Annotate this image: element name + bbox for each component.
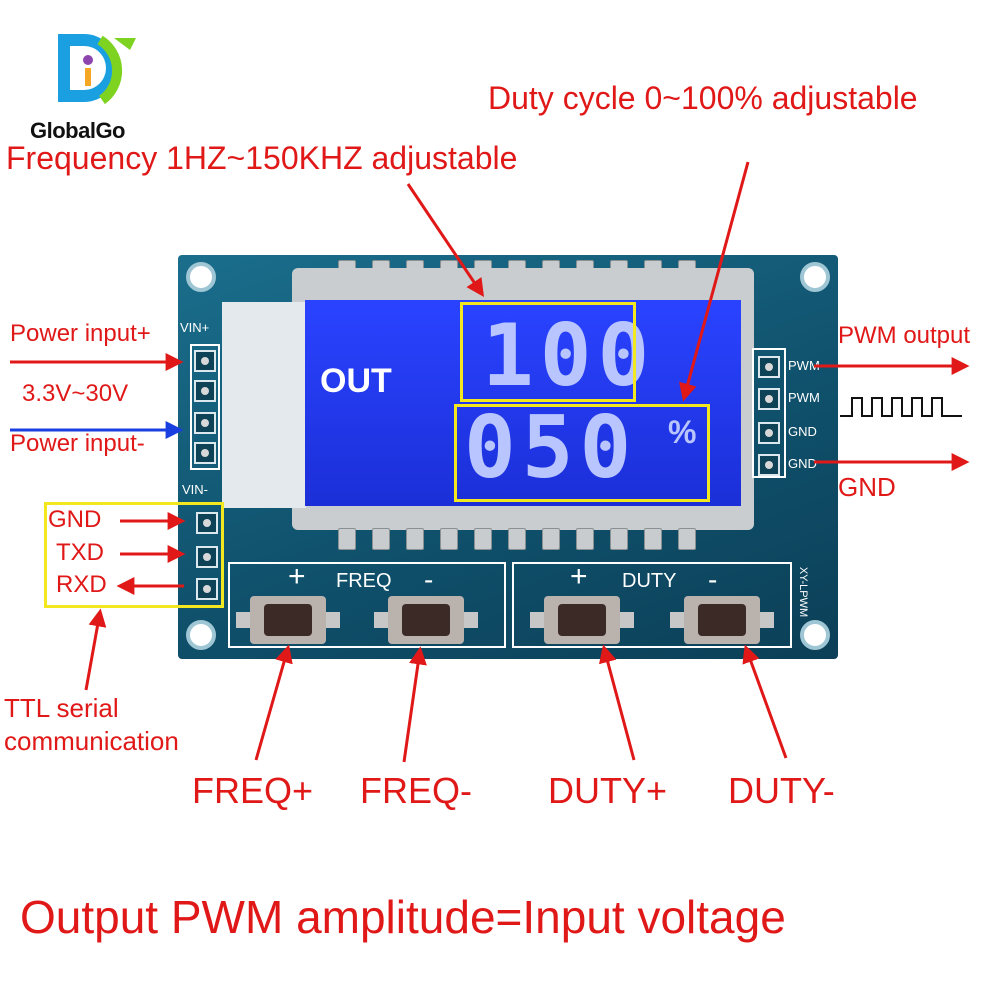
duty-section-label: DUTY <box>622 570 677 592</box>
serial-pin-txd <box>196 546 218 568</box>
pin-label-gnd-1: GND <box>788 424 817 439</box>
freq-range-label: Frequency 1HZ~150KHZ adjustable <box>6 140 518 176</box>
freq-section-label: FREQ <box>336 570 392 592</box>
output-pin-3 <box>758 422 780 444</box>
duty-plus-sign: + <box>570 560 588 593</box>
duty-plus-button[interactable] <box>544 596 620 644</box>
freq-plus-button[interactable] <box>250 596 326 644</box>
serial-pin-gnd <box>196 512 218 534</box>
arrow-duty-minus <box>742 644 788 759</box>
mount-hole-top-left <box>186 262 216 292</box>
freq-plus-label: FREQ+ <box>192 770 314 811</box>
freq-minus-sign: - <box>424 564 434 595</box>
voltage-range-label: 3.3V~30V <box>22 380 129 407</box>
output-pin-2 <box>758 388 780 410</box>
mount-hole-bottom-left <box>186 620 216 650</box>
pwm-output-label: PWM output <box>838 322 971 349</box>
arrow-freq-minus <box>402 646 427 763</box>
serial-pin-rxd <box>196 578 218 600</box>
vin-minus-label: VIN- <box>182 482 208 497</box>
globalgo-logo-icon <box>58 34 136 105</box>
freq-minus-button[interactable] <box>388 596 464 644</box>
power-input-minus-label: Power input- <box>10 430 145 457</box>
duty-minus-sign: - <box>708 564 718 595</box>
vin-plus-label: VIN+ <box>180 320 210 335</box>
freq-minus-label: FREQ- <box>360 770 472 811</box>
power-header <box>190 344 220 470</box>
serial-rxd-label: RXD <box>56 571 107 598</box>
duty-minus-button[interactable] <box>684 596 760 644</box>
mount-hole-top-right <box>800 262 830 292</box>
lcd-top-value: 100 <box>482 306 656 406</box>
power-pin-1 <box>194 350 216 372</box>
power-pin-3 <box>194 412 216 434</box>
gnd-output-label: GND <box>838 472 896 502</box>
lcd-bottom-value: 050 <box>464 398 638 498</box>
lcd-percent-unit: % <box>668 414 697 450</box>
arrow-freq-plus <box>254 644 293 761</box>
pin-label-pwm-2: PWM <box>788 390 820 405</box>
serial-highlight-box <box>44 502 224 608</box>
output-pin-1 <box>758 356 780 378</box>
pin-label-pwm-1: PWM <box>788 358 820 373</box>
arrow-ttl <box>84 608 107 691</box>
ttl-serial-label: TTL serial communication <box>4 693 179 756</box>
output-header <box>752 348 786 478</box>
freq-button-section <box>228 562 506 648</box>
amplitude-note: Output PWM amplitude=Input voltage <box>20 891 786 943</box>
output-pin-4 <box>758 454 780 476</box>
arrow-duty-plus <box>599 644 636 761</box>
serial-txd-label: TXD <box>56 539 104 566</box>
lcd-left-window <box>222 302 306 508</box>
duty-button-section <box>512 562 792 648</box>
lcd-out-label: OUT <box>320 362 392 400</box>
power-pin-2 <box>194 380 216 402</box>
mount-hole-bottom-right <box>800 620 830 650</box>
pin-label-gnd-2: GND <box>788 456 817 471</box>
duty-highlight-box <box>454 404 710 502</box>
power-pin-4 <box>194 442 216 464</box>
arrow-duty-range <box>679 161 750 402</box>
duty-plus-label: DUTY+ <box>548 770 668 811</box>
lcd-display <box>305 300 741 506</box>
power-input-plus-label: Power input+ <box>10 320 151 347</box>
serial-gnd-label: GND <box>48 506 102 533</box>
duty-range-label: Duty cycle 0~100% adjustable <box>488 80 918 116</box>
arrow-freq-range <box>406 183 485 297</box>
logo-text: GlobalGo <box>30 118 126 143</box>
duty-minus-label: DUTY- <box>728 770 835 811</box>
frequency-highlight-box <box>460 302 636 402</box>
freq-plus-sign: + <box>288 560 306 593</box>
pwm-waveform-icon <box>840 397 962 417</box>
